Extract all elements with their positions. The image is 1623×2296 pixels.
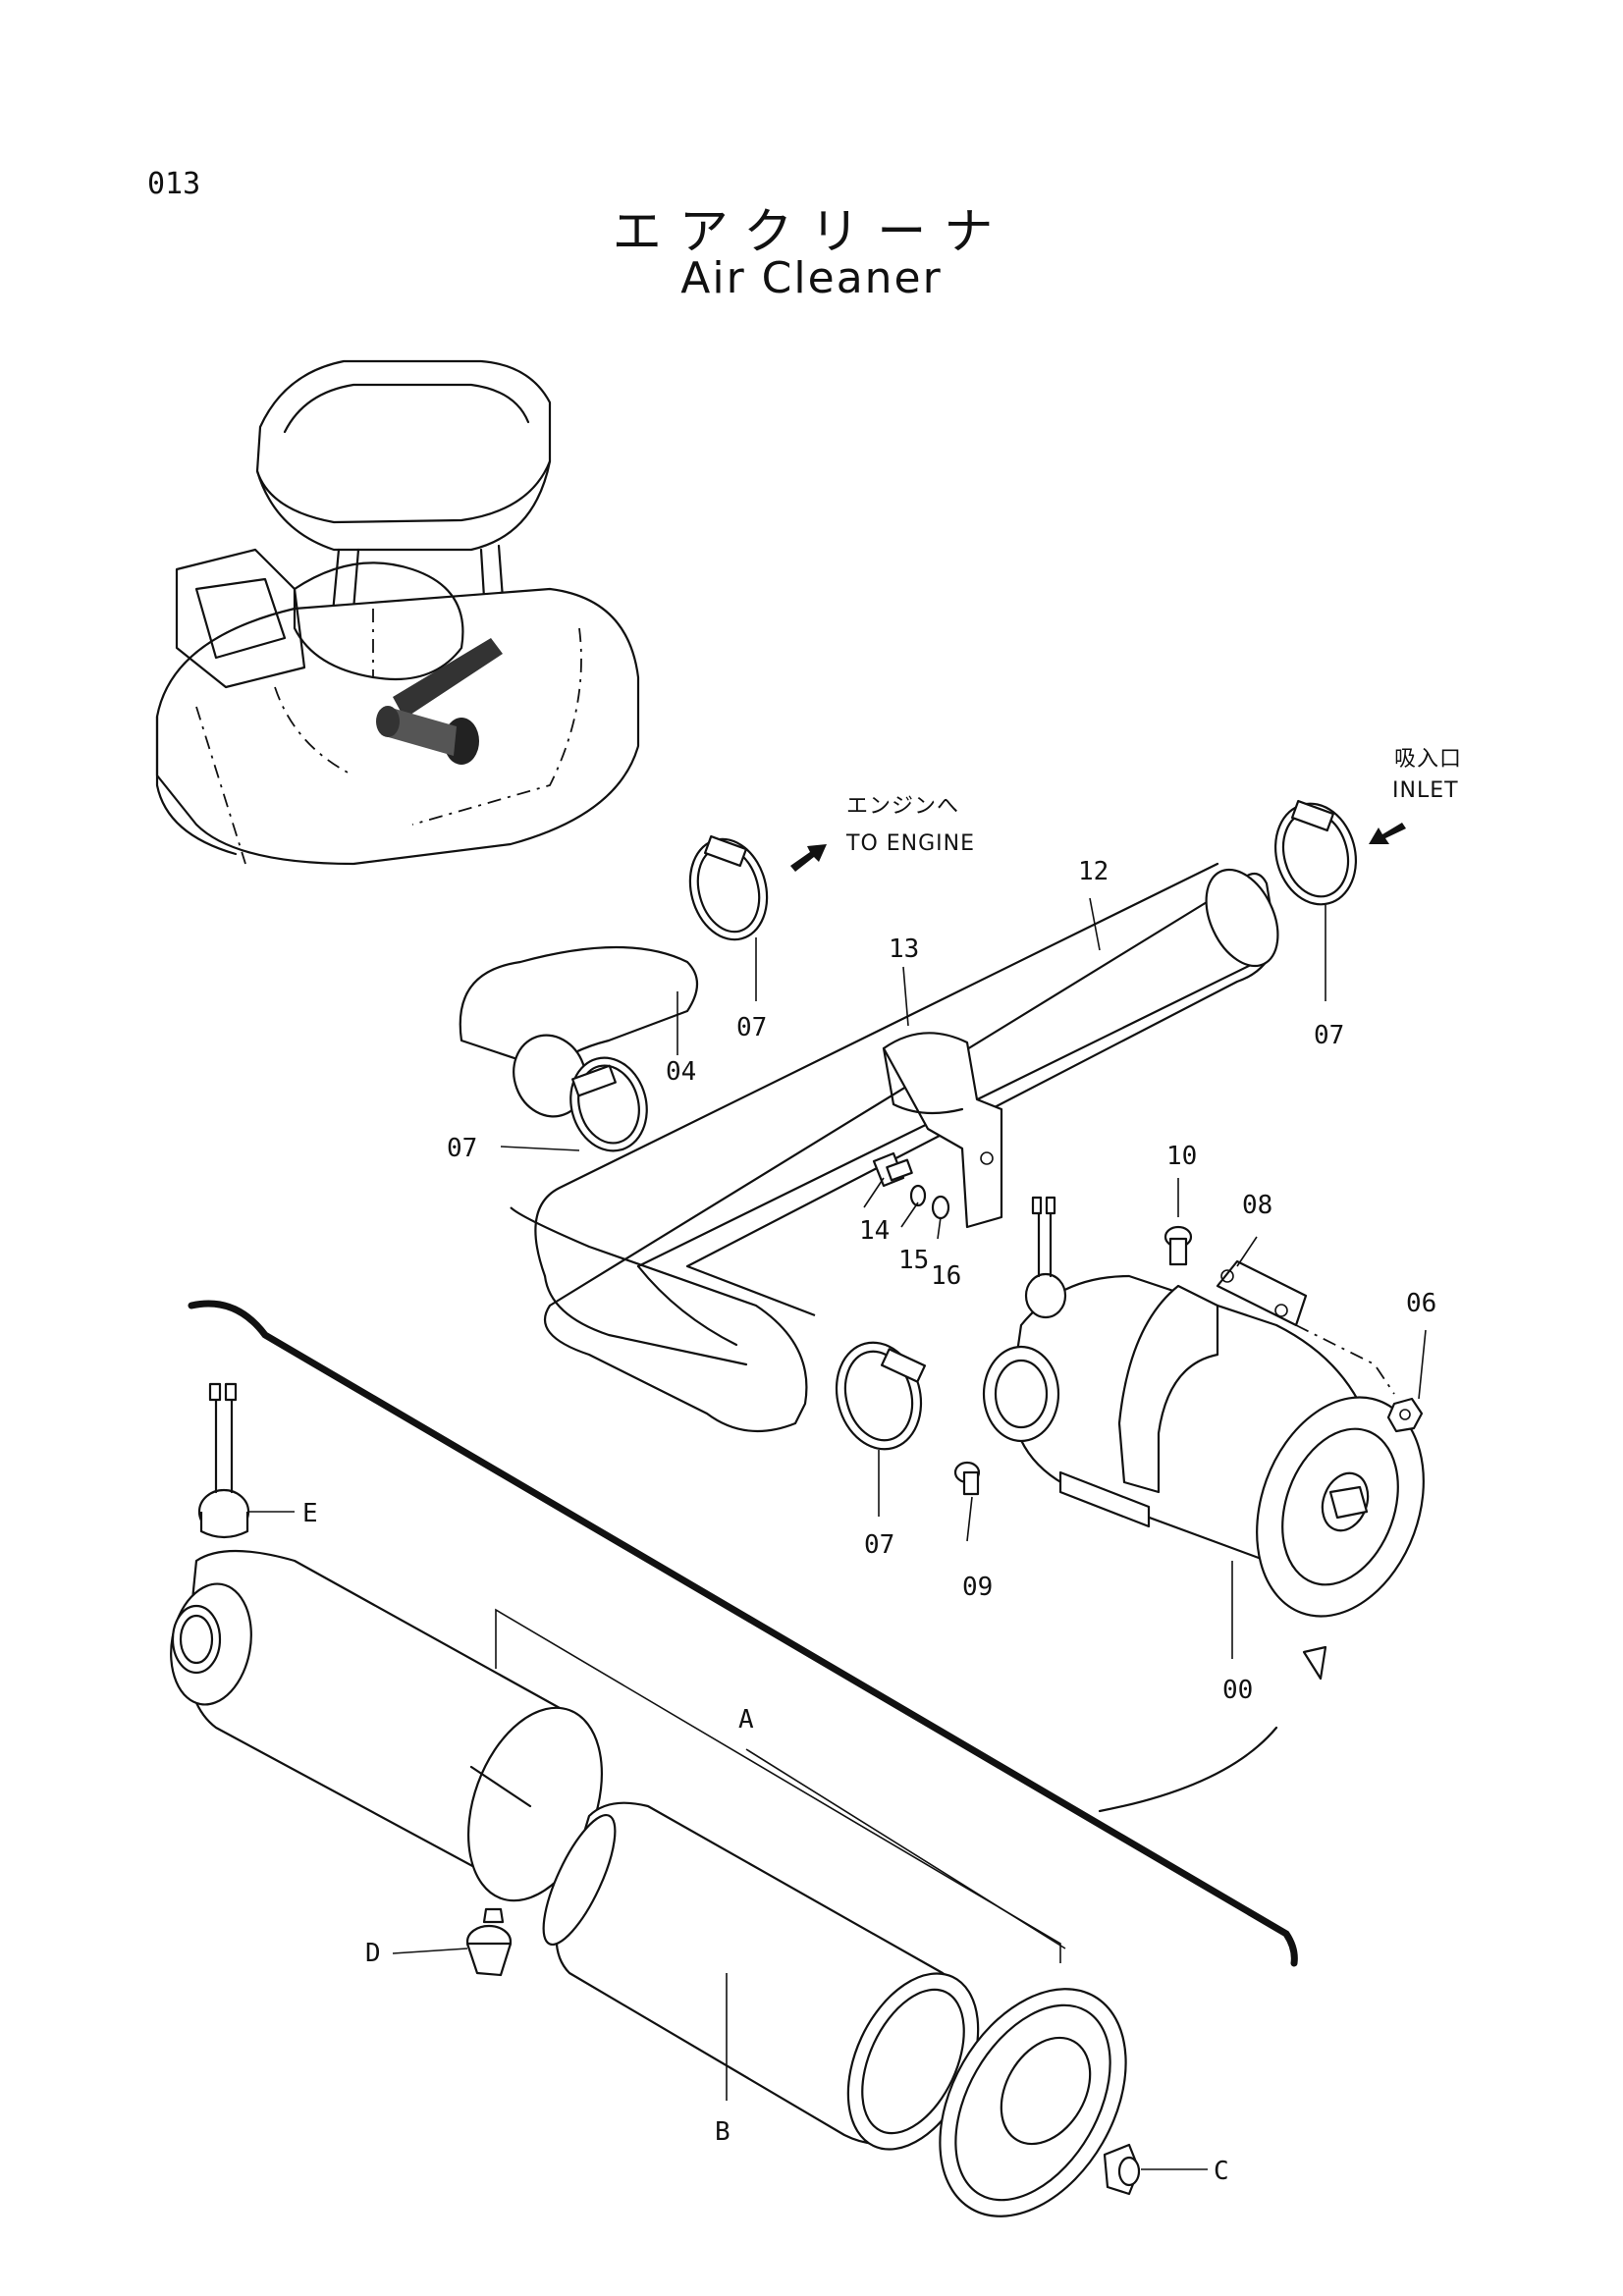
element-B [542, 1801, 980, 2151]
bracket-13 [882, 1032, 1003, 1229]
callout-B: B [715, 2117, 730, 2147]
callout-D: D [365, 1939, 381, 1968]
callout-A: A [738, 1705, 754, 1735]
hardware-14-15-16 [872, 1151, 950, 1220]
inlet-label-jp: 吸入口 [1394, 747, 1462, 772]
inlet-label-en: INLET [1392, 778, 1459, 803]
clamp-07-top-right [1273, 799, 1358, 906]
to-engine-label-en: TO ENGINE [845, 831, 975, 856]
air-cleaner-assembly [982, 1196, 1425, 1681]
wing-nut-C [1103, 2143, 1141, 2196]
nut-06 [1386, 1397, 1424, 1433]
callout-07-top-left: 07 [736, 1013, 767, 1042]
callout-14: 14 [859, 1216, 890, 1246]
callout-15: 15 [898, 1246, 929, 1275]
to-engine-annotation: エンジンへ TO ENGINE [790, 794, 975, 872]
inlet-arrow-icon [1369, 823, 1406, 844]
page-title-english: Air Cleaner [680, 253, 943, 303]
callout-07-left: 07 [447, 1134, 477, 1163]
callout-06: 06 [1406, 1289, 1436, 1318]
outer-housing-A [170, 1549, 604, 1924]
to-engine-arrow-icon [790, 844, 827, 872]
clamp-07-lower [835, 1341, 927, 1451]
callout-13: 13 [889, 934, 919, 964]
callout-12: 12 [1078, 857, 1109, 886]
clamp-07-top-left [688, 834, 769, 941]
callout-C: C [1214, 2157, 1229, 2186]
callout-16: 16 [931, 1261, 961, 1291]
callout-04: 04 [666, 1057, 696, 1087]
callout-08: 08 [1242, 1191, 1272, 1220]
bracket-08 [1216, 1259, 1395, 1395]
valve-D [465, 1924, 513, 1977]
callout-E: E [302, 1499, 318, 1528]
cover-with-wingnut [939, 1988, 1127, 2217]
exploded-view-boundary [188, 1300, 1298, 1967]
indicator-E [197, 1382, 250, 1539]
bolt-10 [1163, 1225, 1193, 1266]
callout-09: 09 [962, 1573, 993, 1602]
callout-10: 10 [1166, 1142, 1197, 1171]
bolt-09 [953, 1461, 981, 1496]
callout-00: 00 [1222, 1676, 1253, 1705]
callout-07-lower: 07 [864, 1530, 894, 1560]
page-number: 013 [147, 167, 201, 201]
page-title-japanese: エアクリーナ [612, 203, 1011, 260]
clamp-07-left [569, 1056, 648, 1152]
inlet-annotation: 吸入口 INLET [1369, 747, 1462, 844]
to-engine-label-jp: エンジンへ [846, 794, 959, 819]
air-cleaner-location-highlight [376, 638, 503, 765]
callout-07-top-right: 07 [1314, 1021, 1344, 1050]
machine-overview-illustration [155, 359, 640, 866]
